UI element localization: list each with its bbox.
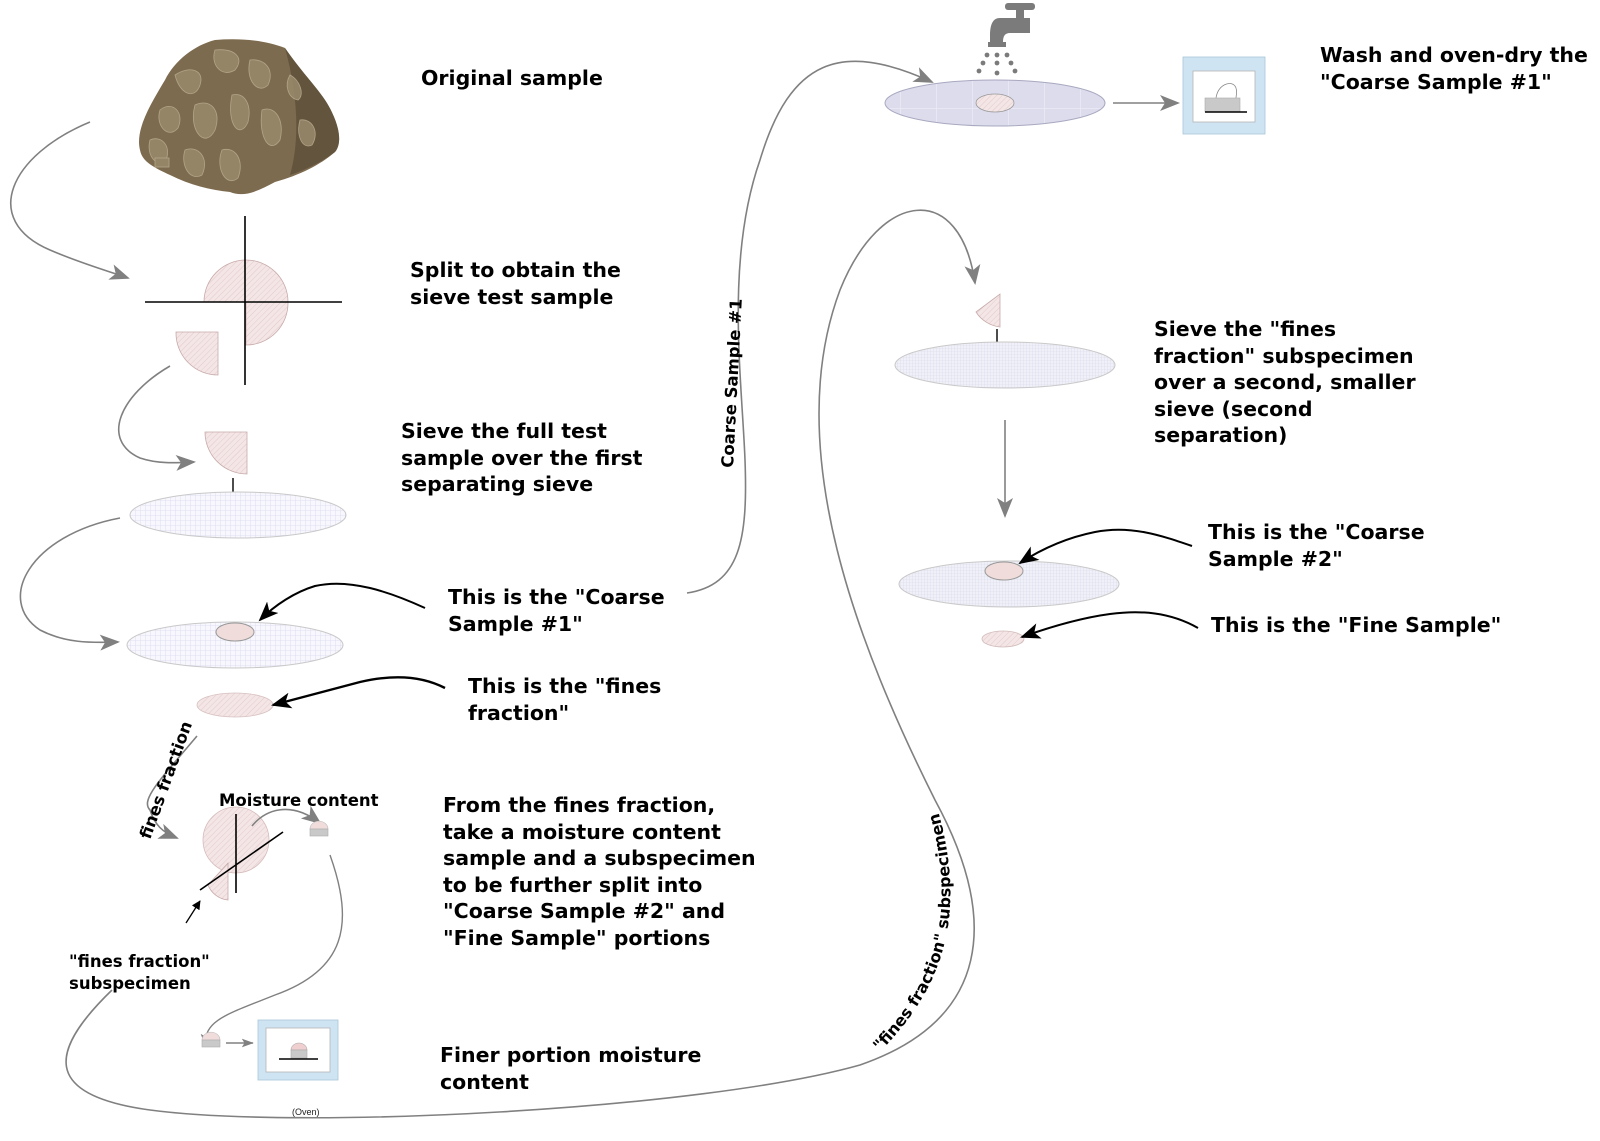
label-coarse-sample-2: This is the "Coarse Sample #2" <box>1208 520 1425 571</box>
subspecimen-path-label: "fines fraction" subspecimen <box>869 812 954 1055</box>
second-sieve-icon <box>898 560 1120 608</box>
label-coarse-sample-1: This is the "Coarse Sample #1" <box>448 585 665 636</box>
moisture-split-icon <box>199 806 284 901</box>
label-sieve-second: Sieve the "fines fraction" subspecimen o… <box>1154 317 1416 447</box>
fines-fraction-path-label: fines fraction <box>136 719 196 842</box>
oven-icon <box>1182 56 1266 135</box>
flow-arrow <box>146 735 198 839</box>
callout-arrow <box>1018 528 1193 565</box>
callout-arrow <box>258 582 426 622</box>
label-original-sample: Original sample <box>421 66 603 90</box>
label-fines-subspecimen: "fines fraction" subspecimen <box>69 952 210 993</box>
label-moisture-content: Moisture content <box>219 791 379 810</box>
subspecimen-text: "fines fraction" subspecimen <box>869 812 954 1055</box>
flow-arrow <box>117 365 196 471</box>
coarse-sample-1-text: Coarse Sample #1 <box>718 298 746 468</box>
fine-sample-pile <box>981 630 1025 648</box>
label-finer-moisture: Finer portion moisture content <box>440 1043 702 1094</box>
rock-icon <box>139 39 340 195</box>
coarse-sample-2-pile <box>984 561 1024 581</box>
flow-arrow <box>251 805 322 827</box>
coarse-sample-1-pile <box>975 93 1015 113</box>
fines-fraction-text: fines fraction <box>136 719 196 842</box>
flow-arrow <box>65 209 981 1119</box>
label-fine-sample: This is the "Fine Sample" <box>1211 613 1502 637</box>
callout-arrow <box>271 676 446 709</box>
label-from-fines: From the fines fraction, take a moisture… <box>443 793 756 950</box>
moisture-tin-icon <box>201 1031 221 1048</box>
label-oven: (Oven) <box>292 1107 320 1117</box>
callout-arrow <box>185 900 201 924</box>
sieve-icon <box>129 491 347 539</box>
water-drops-icon <box>976 52 1018 76</box>
coarse-sample-1-path-label: Coarse Sample #1 <box>718 298 746 468</box>
flow-arrow <box>19 517 121 651</box>
flow-arrow <box>686 60 934 594</box>
moisture-tin-icon <box>309 820 329 837</box>
sample-wedge-icon <box>975 293 1001 328</box>
sieve-icon <box>126 621 344 669</box>
callout-arrow <box>1020 611 1199 639</box>
sample-quarter-icon <box>204 431 248 475</box>
coarse-sample-1-pile <box>215 622 255 642</box>
fines-fraction-pile <box>196 692 274 718</box>
label-sieve-full: Sieve the full test sample over the firs… <box>401 419 643 496</box>
label-split: Split to obtain the sieve test sample <box>410 258 621 309</box>
flow-arrow <box>10 121 130 280</box>
label-fines-fraction: This is the "fines fraction" <box>468 674 662 725</box>
flow-arrow <box>200 854 343 1046</box>
label-wash-dry: Wash and oven-dry the "Coarse Sample #1" <box>1320 43 1588 94</box>
second-sieve-icon <box>894 341 1116 389</box>
faucet-icon <box>988 3 1035 47</box>
oven-icon <box>257 1019 339 1081</box>
split-quartering-icon <box>145 216 342 385</box>
